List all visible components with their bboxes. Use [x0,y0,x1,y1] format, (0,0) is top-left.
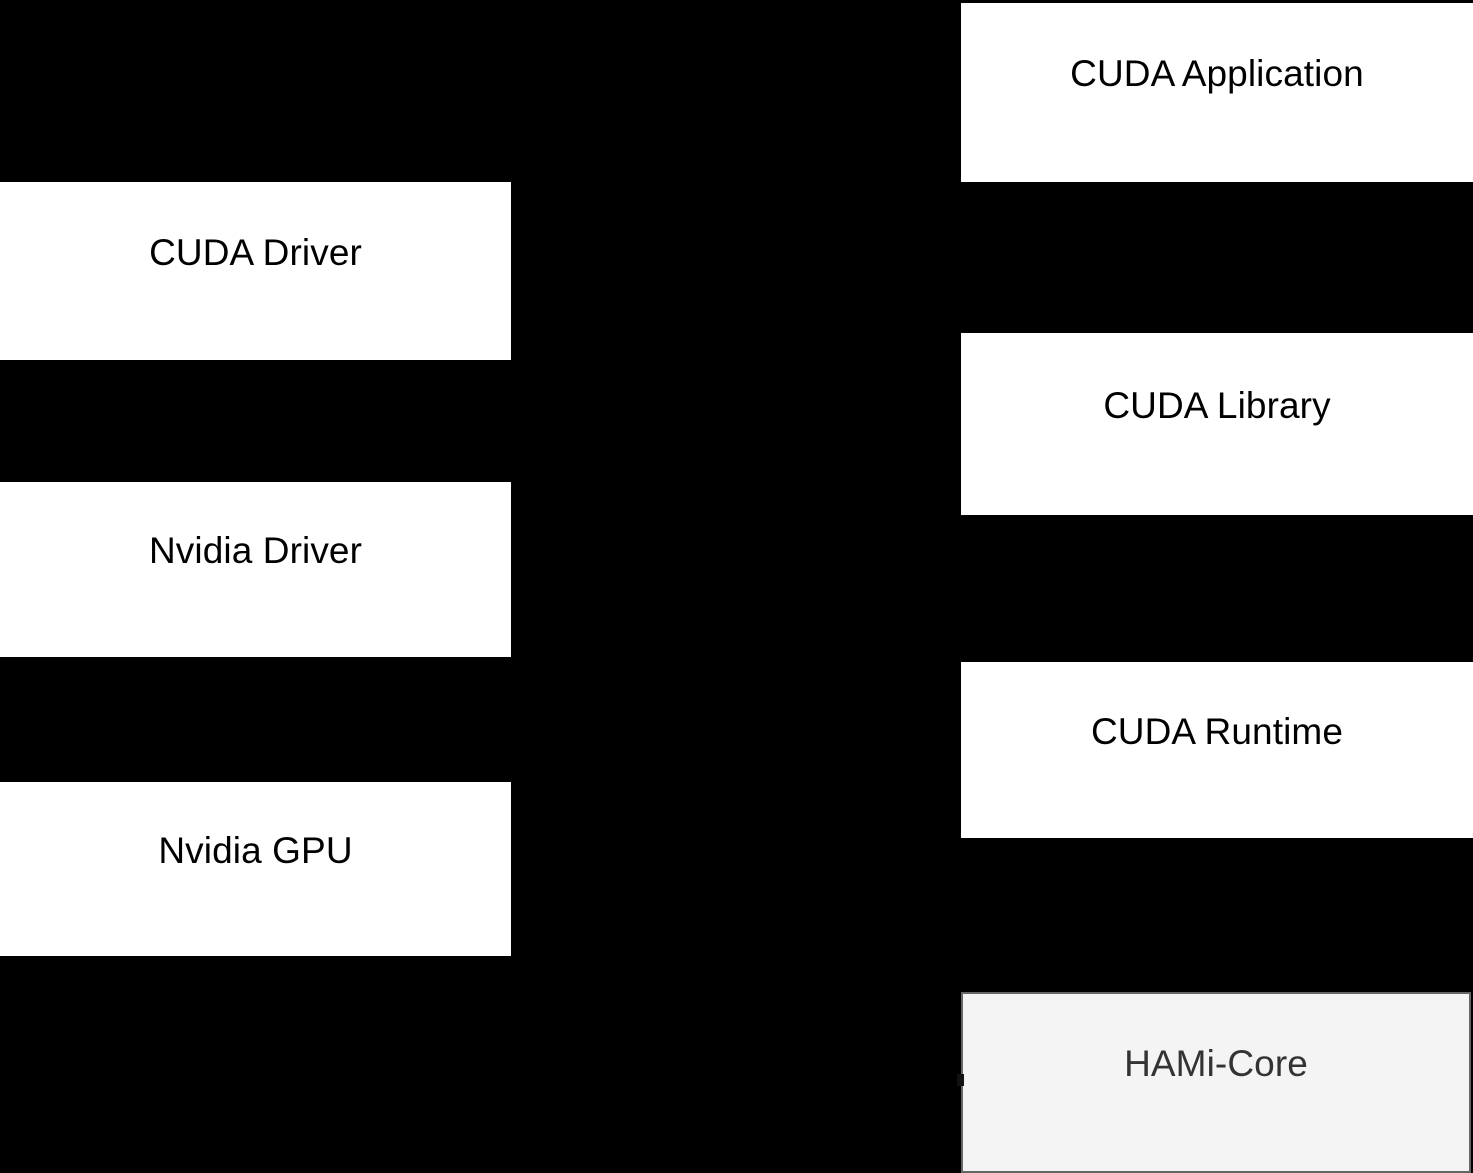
node-cuda-driver[interactable]: CUDA Driver [0,182,511,360]
node-cuda-driver-label: CUDA Driver [149,231,362,273]
node-cuda-application-label: CUDA Application [1070,53,1364,95]
node-nvidia-gpu-label: Nvidia GPU [158,829,353,871]
node-cuda-runtime[interactable]: CUDA Runtime [961,662,1473,838]
node-nvidia-driver-label: Nvidia Driver [148,530,363,572]
node-cuda-application[interactable]: CUDA Application [961,3,1473,182]
node-nvidia-gpu[interactable]: Nvidia GPU [0,782,511,956]
node-hami-core[interactable]: HAMi-Core [961,992,1471,1173]
node-hami-core-label: HAMi-Core [1124,1043,1308,1085]
node-cuda-library-label: CUDA Library [1103,384,1331,426]
connector-arrow-icon [957,1074,964,1086]
node-cuda-library[interactable]: CUDA Library [961,333,1473,515]
node-cuda-runtime-label: CUDA Runtime [1090,710,1344,752]
node-nvidia-driver[interactable]: Nvidia Driver [0,482,511,657]
